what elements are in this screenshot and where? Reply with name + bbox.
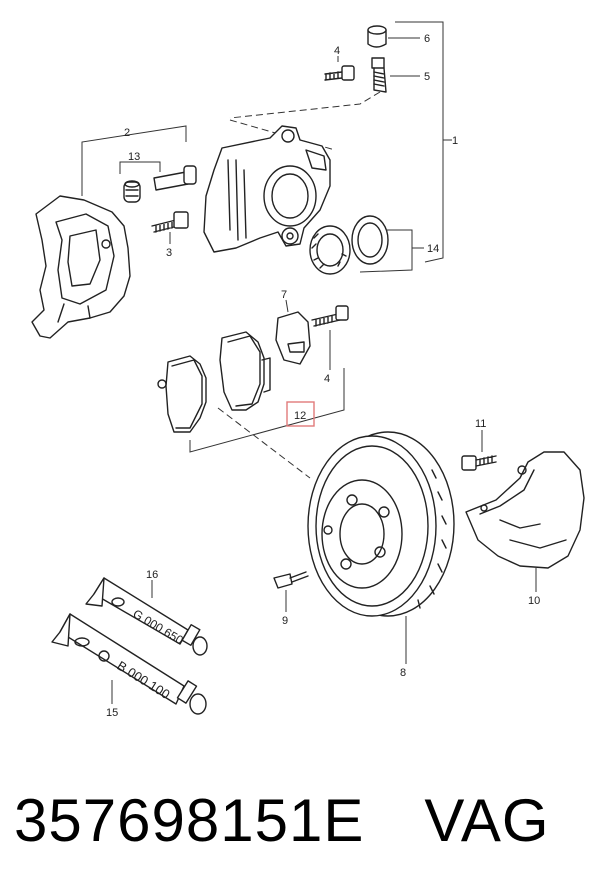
carrier-group-2: 2 13 bbox=[81, 125, 187, 196]
callout-11: 11 bbox=[475, 418, 486, 430]
brake-pad-inner bbox=[157, 355, 207, 433]
splash-shield: 10 bbox=[465, 451, 585, 607]
callout-4-top: 4 bbox=[334, 45, 340, 57]
pad-retaining-spring: 7 bbox=[275, 289, 311, 365]
guide-pin bbox=[153, 165, 197, 191]
callout-12: 12 bbox=[294, 410, 306, 422]
callout-16: 16 bbox=[146, 569, 158, 581]
guide-bushing bbox=[123, 180, 141, 203]
brake-assembly-diagram: 1 6 5 4 2 13 bbox=[31, 21, 585, 719]
bracket-group-1: 1 bbox=[395, 21, 458, 263]
boot-ring bbox=[351, 215, 389, 265]
callout-2: 2 bbox=[124, 127, 130, 139]
caliper-carrier bbox=[31, 195, 131, 339]
callout-10: 10 bbox=[528, 595, 540, 607]
brand-name: VAG bbox=[424, 786, 550, 854]
part-info-footer: 357698151E VAG bbox=[14, 770, 594, 870]
callout-13: 13 bbox=[128, 151, 140, 163]
pad-set-group-12: 12 bbox=[189, 368, 345, 453]
guide-bolt-top: 4 bbox=[324, 45, 355, 81]
callout-14: 14 bbox=[427, 243, 439, 255]
callout-3: 3 bbox=[166, 247, 172, 259]
part-number: 357698151E bbox=[14, 786, 365, 854]
bleed-screw: 5 bbox=[371, 57, 430, 93]
callout-5: 5 bbox=[424, 71, 430, 83]
pad-bolt: 4 bbox=[311, 305, 349, 385]
callout-7: 7 bbox=[281, 289, 287, 301]
callout-6: 6 bbox=[424, 33, 430, 45]
carrier-bolt: 3 bbox=[151, 211, 189, 259]
caliper-housing bbox=[203, 125, 331, 253]
shield-bolt: 11 bbox=[461, 418, 497, 471]
brake-disc: 8 bbox=[307, 431, 455, 679]
brake-pad-outer bbox=[219, 331, 271, 411]
disc-screw: 9 bbox=[273, 571, 309, 627]
callout-4-bottom: 4 bbox=[324, 373, 330, 385]
seal-kit-group-14: 14 bbox=[359, 229, 439, 273]
callout-8: 8 bbox=[400, 667, 406, 679]
callout-9: 9 bbox=[282, 615, 288, 627]
piston-seal bbox=[309, 225, 351, 275]
highlight-box bbox=[286, 401, 315, 427]
callout-15: 15 bbox=[106, 707, 118, 719]
callout-1: 1 bbox=[452, 135, 458, 147]
bleed-cap: 6 bbox=[367, 25, 430, 48]
